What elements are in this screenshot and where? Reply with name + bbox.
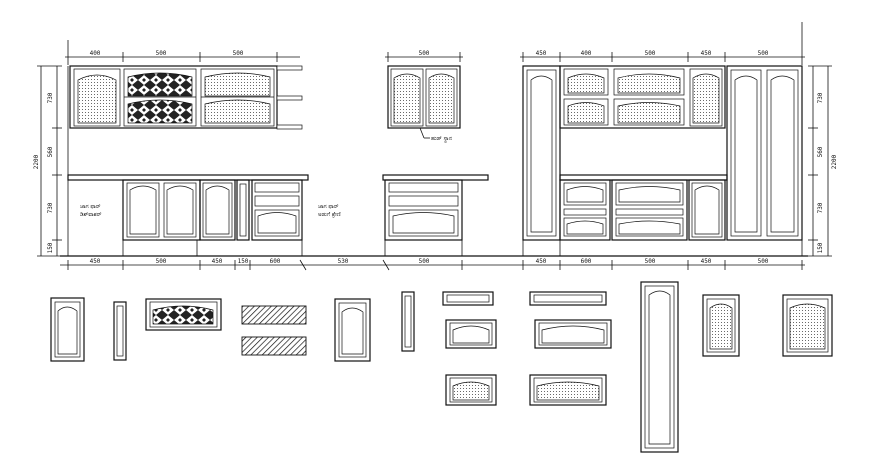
dim-bottom-2: 500 — [156, 258, 167, 265]
dim-bottom-4: 150 — [238, 258, 249, 265]
dim-top-mid: 500 — [419, 50, 430, 57]
dim-right-total: 2200 — [831, 154, 838, 169]
dim-bottom-8: 450 — [536, 258, 547, 265]
detail-diamond-panel — [145, 298, 222, 331]
countertops — [67, 174, 728, 181]
dim-bottom-5: 600 — [270, 258, 281, 265]
dim-top-right-2: 400 — [581, 50, 592, 57]
dim-bottom-3: 450 — [212, 258, 223, 265]
detail-filler-strip-2 — [401, 291, 415, 352]
dim-right-v1: 730 — [817, 92, 824, 103]
detail-tall-door — [640, 281, 679, 453]
note-cooking-line2: ಅಡುಗೆ ಶ್ರೇಣಿ — [318, 212, 341, 218]
detail-dotted-door-1 — [702, 294, 740, 357]
bottom-dimension: 450 500 450 150 600 530 500 450 600 500 … — [60, 258, 805, 271]
dim-top-right-3: 500 — [645, 50, 656, 57]
detail-dotted-door-2 — [782, 294, 833, 357]
top-dimension-right: 450 400 500 450 500 — [520, 22, 805, 65]
dim-right-v4: 150 — [817, 242, 824, 253]
note-hood: ಹುಡ್ ಸ್ಥಾನ — [431, 136, 452, 143]
dim-bottom-1: 450 — [90, 258, 101, 265]
detail-drawer-set-1 — [442, 291, 497, 406]
dim-bottom-12: 500 — [758, 258, 769, 265]
dim-left-v4: 150 — [47, 242, 54, 253]
dim-top-right-1: 450 — [536, 50, 547, 57]
dim-left-total: 2200 — [33, 154, 40, 169]
dim-bottom-11: 450 — [701, 258, 712, 265]
left-wall-cabinets — [69, 65, 303, 130]
dim-top-left-1: 400 — [90, 50, 101, 57]
dim-top-left-2: 500 — [156, 50, 167, 57]
detail-drawer-set-2 — [529, 291, 612, 406]
dim-left-v1: 730 — [47, 92, 54, 103]
detail-door-arched-medium — [334, 298, 371, 362]
right-wall-cabinets — [522, 65, 803, 241]
note-cooking-line1: ಜಾಗ ಫಾರ್ — [318, 204, 339, 210]
right-base-cabinets — [522, 179, 726, 256]
dim-bottom-6: 530 — [338, 258, 349, 265]
dim-bottom-10: 500 — [645, 258, 656, 265]
middle-wall-cabinet: ಹುಡ್ ಸ್ಥಾನ — [387, 65, 461, 143]
dim-top-left-3: 500 — [233, 50, 244, 57]
middle-base-cabinet: ಜಾಗ ಫಾರ್ ಅಡುಗೆ ಶ್ರೇಣಿ — [318, 179, 463, 256]
top-dimension-left: 400 500 500 — [65, 40, 300, 65]
detail-door-arched-small — [50, 297, 85, 362]
detail-filler-strip — [113, 301, 127, 361]
note-dishwasher-line2: ಡಿಶ್‌ವಾಶರ್ — [80, 212, 101, 218]
dim-bottom-9: 600 — [581, 258, 592, 265]
dim-right-v2: 560 — [817, 146, 824, 157]
note-dishwasher-line1: ಜಾಗ ಫಾರ್ — [80, 204, 101, 210]
detail-hatched-panels — [241, 305, 307, 356]
left-vertical-dimension: 730 560 730 150 2200 — [33, 65, 62, 257]
dim-top-right-5: 500 — [758, 50, 769, 57]
left-base-cabinets: ಜಾಗ ಫಾರ್ ಡಿಶ್‌ವಾಶರ್ — [80, 179, 303, 256]
top-dimension-mid: 500 — [385, 50, 463, 62]
dim-right-v3: 730 — [817, 202, 824, 213]
dim-left-v2: 560 — [47, 146, 54, 157]
dim-bottom-7: 500 — [419, 258, 430, 265]
right-vertical-dimension: 730 560 730 150 2200 — [808, 65, 838, 257]
dim-left-v3: 730 — [47, 202, 54, 213]
dim-top-right-4: 450 — [701, 50, 712, 57]
